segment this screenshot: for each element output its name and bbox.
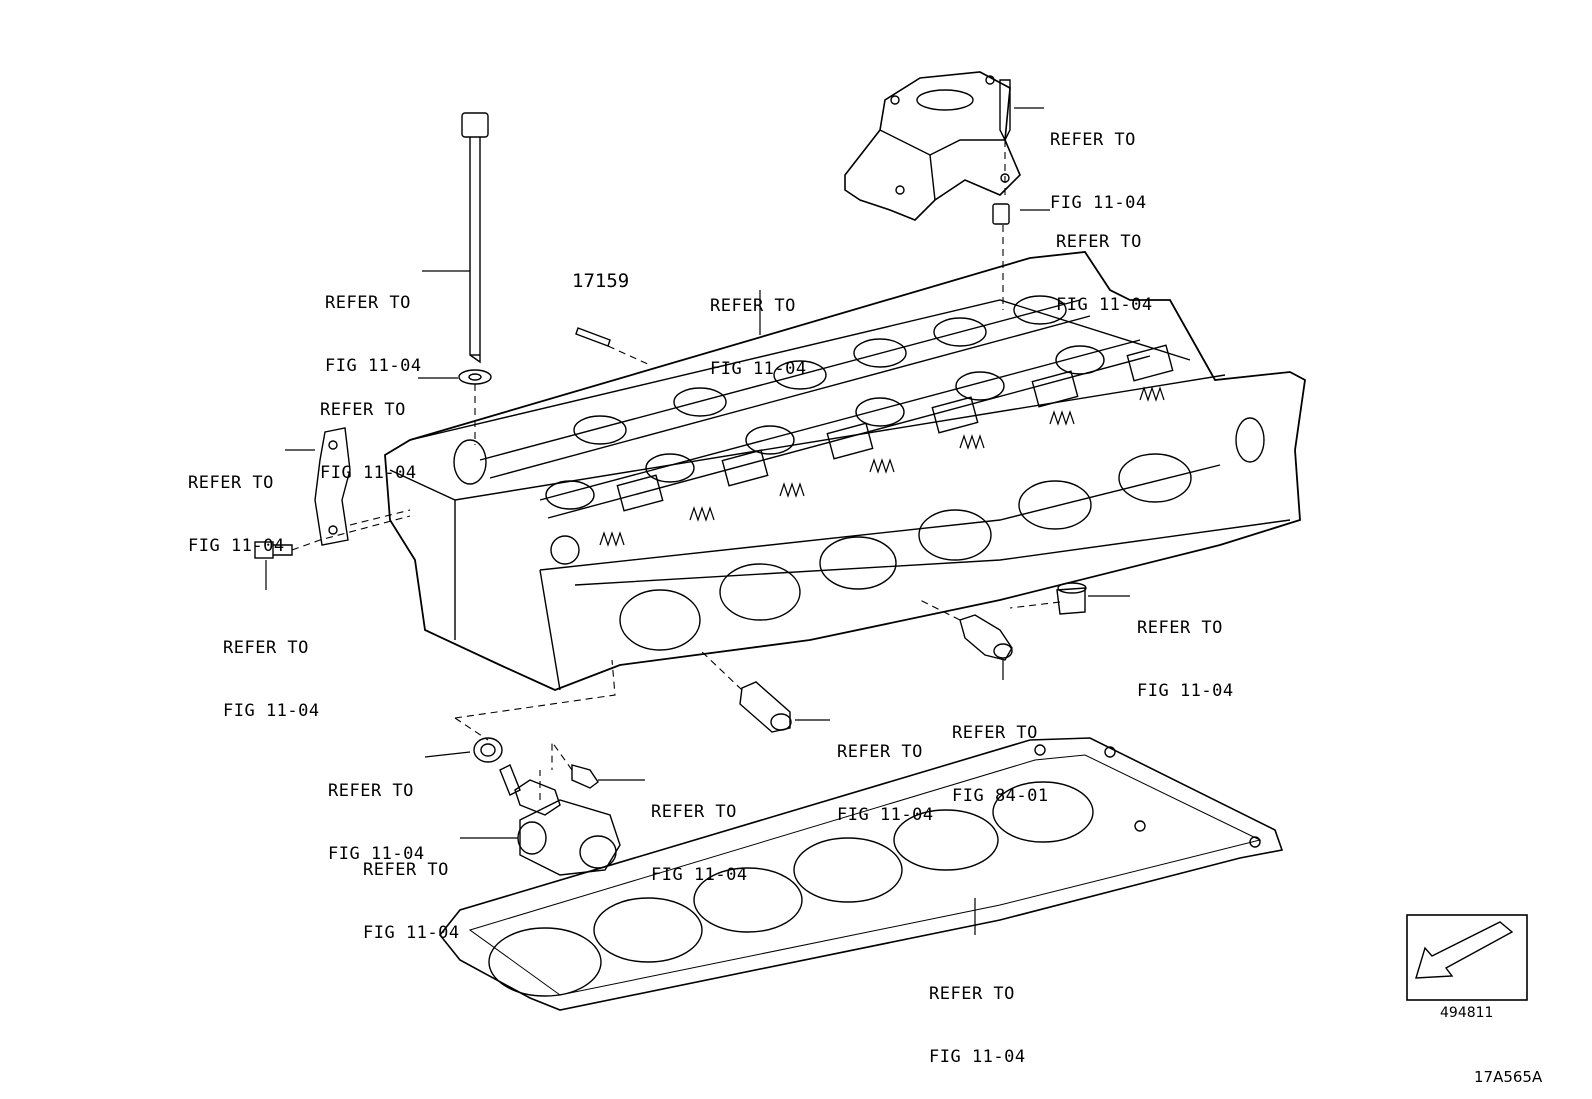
callout-line1: REFER TO — [1050, 130, 1136, 150]
callout-line1: REFER TO — [325, 293, 411, 313]
callout-small-bolt: REFER TO FIG 11-04 — [651, 760, 748, 907]
callout-line2: FIG 11-04 — [1050, 193, 1147, 213]
temperature-sensor — [959, 614, 1013, 661]
small-bolt — [571, 764, 599, 789]
callout-head-bolt: REFER TO FIG 11-04 — [325, 251, 422, 398]
callout-line2: FIG 11-04 — [710, 359, 807, 379]
callout-line1: REFER TO — [929, 984, 1015, 1004]
callout-line1: REFER TO — [328, 781, 414, 801]
cam-gear — [550, 535, 580, 565]
engine-hanger-bracket — [844, 71, 1021, 221]
callout-bracket-bolt: REFER TO FIG 11-04 — [1050, 88, 1147, 235]
callout-line2: FIG 11-04 — [325, 356, 422, 376]
oil-control-valve — [499, 764, 621, 876]
front-indicator-box — [1406, 914, 1528, 1001]
callout-line1: REFER TO — [1137, 618, 1223, 638]
camshaft-exhaust — [539, 339, 1151, 519]
callout-line2: FIG 11-04 — [929, 1047, 1026, 1067]
rocker-arms — [616, 344, 1174, 512]
oil-pressure-switch — [739, 681, 792, 733]
callout-line1: REFER TO — [710, 296, 796, 316]
callout-line2: FIG 11-04 — [188, 536, 285, 556]
front-indicator-code: 494811 — [1440, 1005, 1494, 1021]
callout-washer: REFER TO FIG 11-04 — [320, 358, 417, 505]
seal-ring — [473, 737, 503, 763]
callout-side-plate: REFER TO FIG 11-04 — [188, 431, 285, 578]
callout-line2: FIG 11-04 — [363, 923, 460, 943]
illustration-code: 17A565A — [1474, 1068, 1543, 1086]
callout-head-gasket: REFER TO FIG 11-04 — [929, 942, 1026, 1089]
dashed-leaders — [291, 140, 1061, 800]
leader-lines — [265, 107, 1130, 935]
callout-line2: FIG 11-04 — [320, 463, 417, 483]
callout-line1: REFER TO — [320, 400, 406, 420]
callout-flange-bolt: REFER TO FIG 11-04 — [223, 596, 320, 743]
cylinder-head — [384, 251, 1306, 691]
callout-line2: FIG 11-04 — [651, 865, 748, 885]
callout-line2: FIG 11-04 — [837, 805, 934, 825]
head-bolt — [461, 112, 489, 364]
callout-line1: REFER TO — [188, 473, 274, 493]
callout-line2: FIG 11-04 — [328, 844, 425, 864]
dowel-pin — [992, 203, 1010, 225]
callout-plug: REFER TO FIG 11-04 — [1137, 576, 1234, 723]
bracket-bolt — [999, 79, 1011, 142]
callout-line1: REFER TO — [952, 723, 1038, 743]
callout-line1: REFER TO — [363, 860, 449, 880]
callout-line1: REFER TO — [1056, 232, 1142, 252]
callout-line2: FIG 84-01 — [952, 786, 1049, 806]
callout-temperature-sensor: REFER TO FIG 84-01 — [952, 681, 1049, 828]
plug — [1056, 587, 1086, 615]
valve-springs — [599, 386, 1165, 547]
head-gasket — [438, 737, 1284, 1011]
callout-line1: REFER TO — [651, 802, 737, 822]
side-plate — [314, 427, 351, 546]
callout-line1: REFER TO — [223, 638, 309, 658]
part-number-label: 17159 — [572, 270, 630, 292]
combustion-ports — [619, 453, 1192, 651]
callout-oil-pressure-switch: REFER TO FIG 11-04 — [837, 700, 934, 847]
washer — [458, 369, 492, 385]
callout-dowel-pin: REFER TO FIG 11-04 — [1056, 190, 1153, 337]
callout-camshaft: REFER TO FIG 11-04 — [710, 254, 807, 401]
callout-line2: FIG 11-04 — [1056, 295, 1153, 315]
callout-line2: FIG 11-04 — [1137, 681, 1234, 701]
callout-oil-control-valve: REFER TO FIG 11-04 — [363, 818, 460, 965]
camshaft-intake — [479, 295, 1091, 479]
stud-17159 — [575, 327, 611, 347]
callout-line1: REFER TO — [837, 742, 923, 762]
callout-seal-ring: REFER TO FIG 11-04 — [328, 739, 425, 886]
callout-line2: FIG 11-04 — [223, 701, 320, 721]
